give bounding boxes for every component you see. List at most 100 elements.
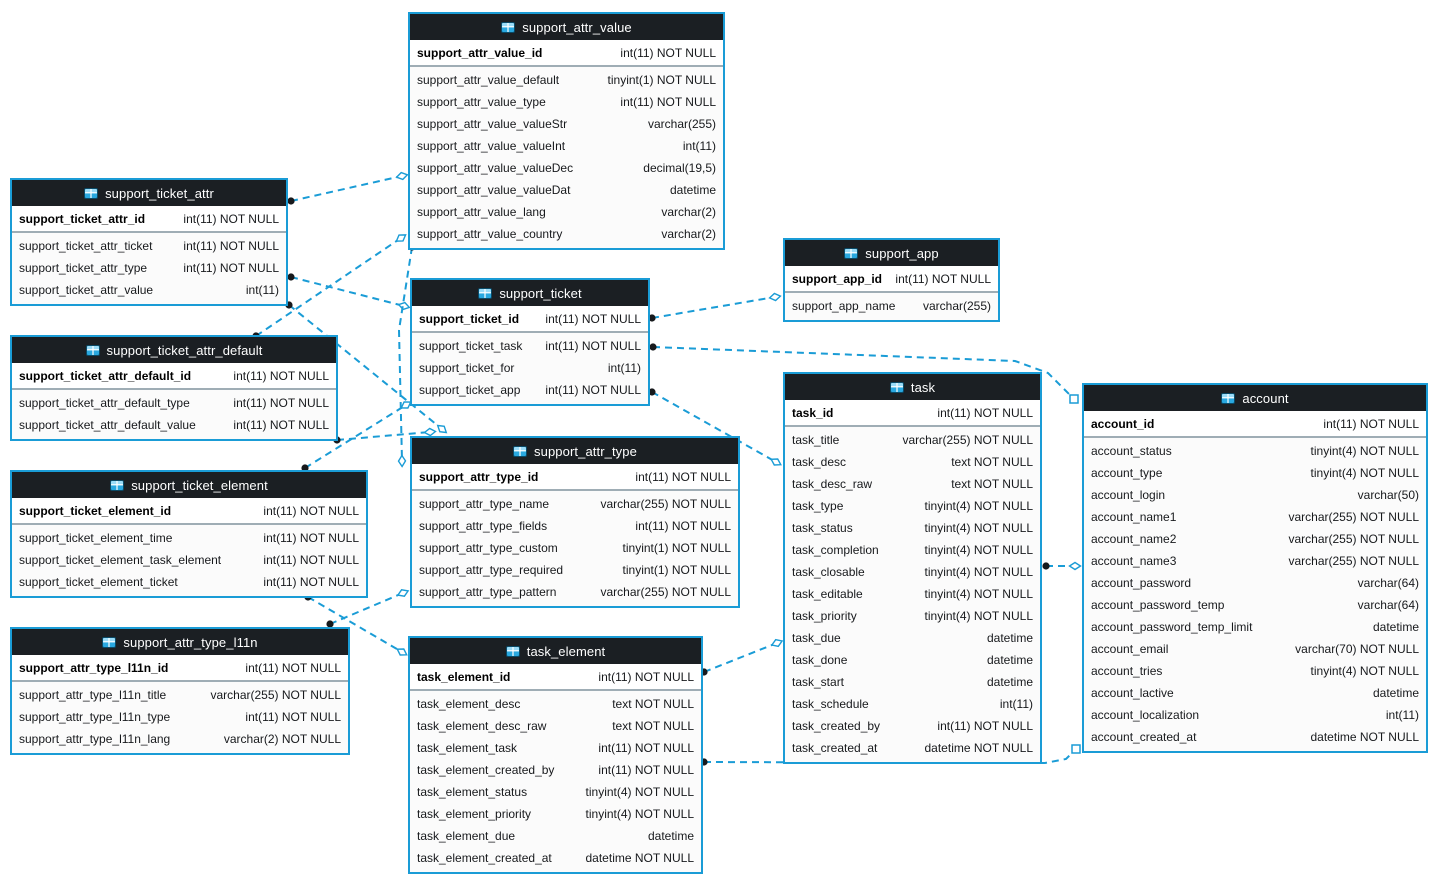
table-header[interactable]: task_element [410, 638, 701, 664]
relationship-task-to-account [1042, 561, 1082, 571]
column-name: support_attr_type_l11n_title [19, 688, 167, 702]
table-header[interactable]: support_attr_type [412, 438, 738, 464]
table-header[interactable]: support_ticket_attr [12, 180, 286, 206]
table-header[interactable]: support_ticket [412, 280, 648, 306]
table-header[interactable]: support_ticket_attr_default [12, 337, 336, 363]
table-header[interactable]: support_app [785, 240, 998, 266]
table-header[interactable]: account [1084, 385, 1426, 411]
table-header[interactable]: support_attr_value [410, 14, 723, 40]
table-header[interactable]: task [785, 374, 1040, 400]
table-header[interactable]: support_ticket_element [12, 472, 366, 498]
table-header[interactable]: support_attr_type_l11n [12, 629, 348, 655]
